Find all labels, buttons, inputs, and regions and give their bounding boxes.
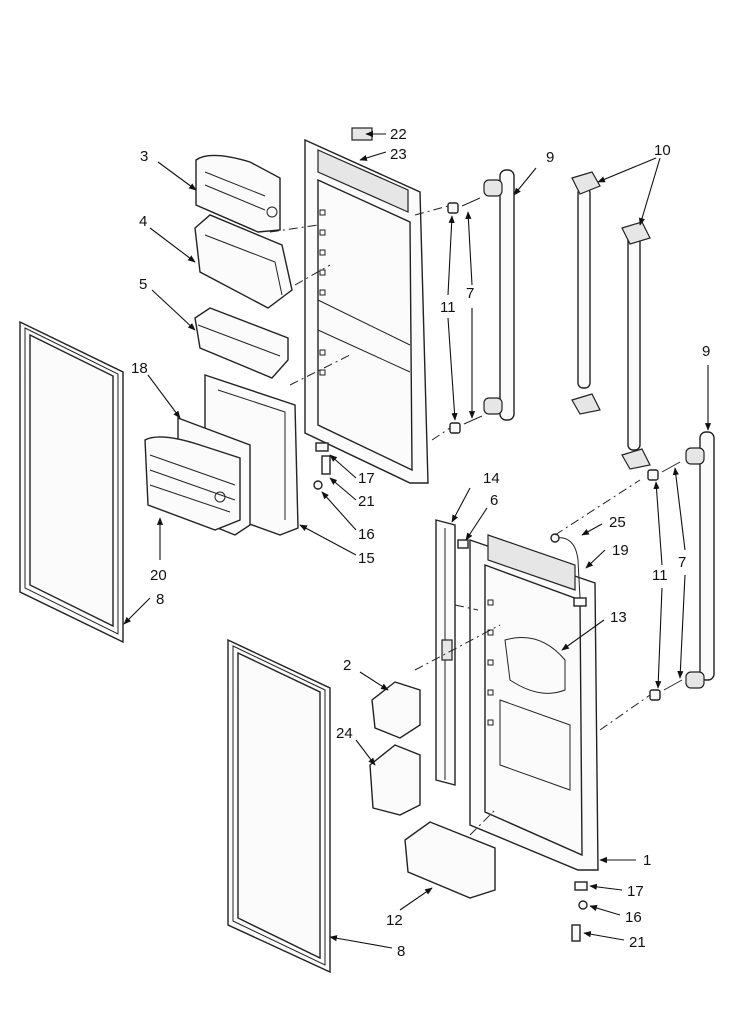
callout-3: 3 <box>140 148 148 165</box>
left-door-gasket <box>19 320 124 644</box>
callout-7-upper: 7 <box>466 285 474 302</box>
callout-24: 24 <box>336 725 353 742</box>
callout-15: 15 <box>358 550 375 567</box>
door-bin-tall <box>369 744 421 816</box>
leader-lines <box>123 130 712 949</box>
callout-8-lower: 8 <box>397 943 405 960</box>
callout-labels: 22 23 3 9 10 4 5 11 7 18 9 17 21 14 6 16… <box>131 126 710 960</box>
left-door-liner <box>304 127 429 484</box>
right-door-gasket <box>227 638 331 974</box>
bin-frame <box>194 214 293 309</box>
callout-13: 13 <box>610 609 627 626</box>
callout-17-upper: 17 <box>358 470 375 487</box>
upper-door-handle <box>483 169 515 421</box>
callout-1: 1 <box>643 852 651 869</box>
callout-16-upper: 16 <box>358 526 375 543</box>
callout-9-upper: 9 <box>546 149 554 166</box>
callout-16-lower: 16 <box>625 909 642 926</box>
callout-21-lower: 21 <box>629 934 646 951</box>
callout-25: 25 <box>609 514 626 531</box>
callout-18: 18 <box>131 360 148 377</box>
callout-4: 4 <box>139 213 147 230</box>
callout-22: 22 <box>390 126 407 143</box>
bin-cover <box>195 154 281 233</box>
callout-5: 5 <box>139 276 147 293</box>
upper-fasteners <box>313 197 483 490</box>
callout-19: 19 <box>612 542 629 559</box>
callout-6: 6 <box>490 492 498 509</box>
callout-17-lower: 17 <box>627 883 644 900</box>
door-mullion <box>435 519 456 786</box>
handle-end-caps <box>571 171 651 470</box>
bin-tray <box>194 307 289 379</box>
callout-23: 23 <box>390 146 407 163</box>
ice-compartment <box>144 374 299 536</box>
callout-10: 10 <box>654 142 671 159</box>
door-bin-small <box>371 681 421 739</box>
right-door-liner <box>469 534 599 871</box>
callout-2: 2 <box>343 657 351 674</box>
callout-12: 12 <box>386 912 403 929</box>
callout-9-lower: 9 <box>702 343 710 360</box>
door-bin-large <box>404 821 496 899</box>
callout-7-lower: 7 <box>678 554 686 571</box>
callout-11-lower: 11 <box>652 567 668 584</box>
callout-8-upper: 8 <box>156 591 164 608</box>
alignment-lines <box>269 205 651 836</box>
lower-door-handle <box>685 431 715 689</box>
callout-14: 14 <box>483 470 500 487</box>
callout-11-upper: 11 <box>440 299 456 316</box>
callout-21-upper: 21 <box>358 493 375 510</box>
callout-20: 20 <box>150 567 167 584</box>
